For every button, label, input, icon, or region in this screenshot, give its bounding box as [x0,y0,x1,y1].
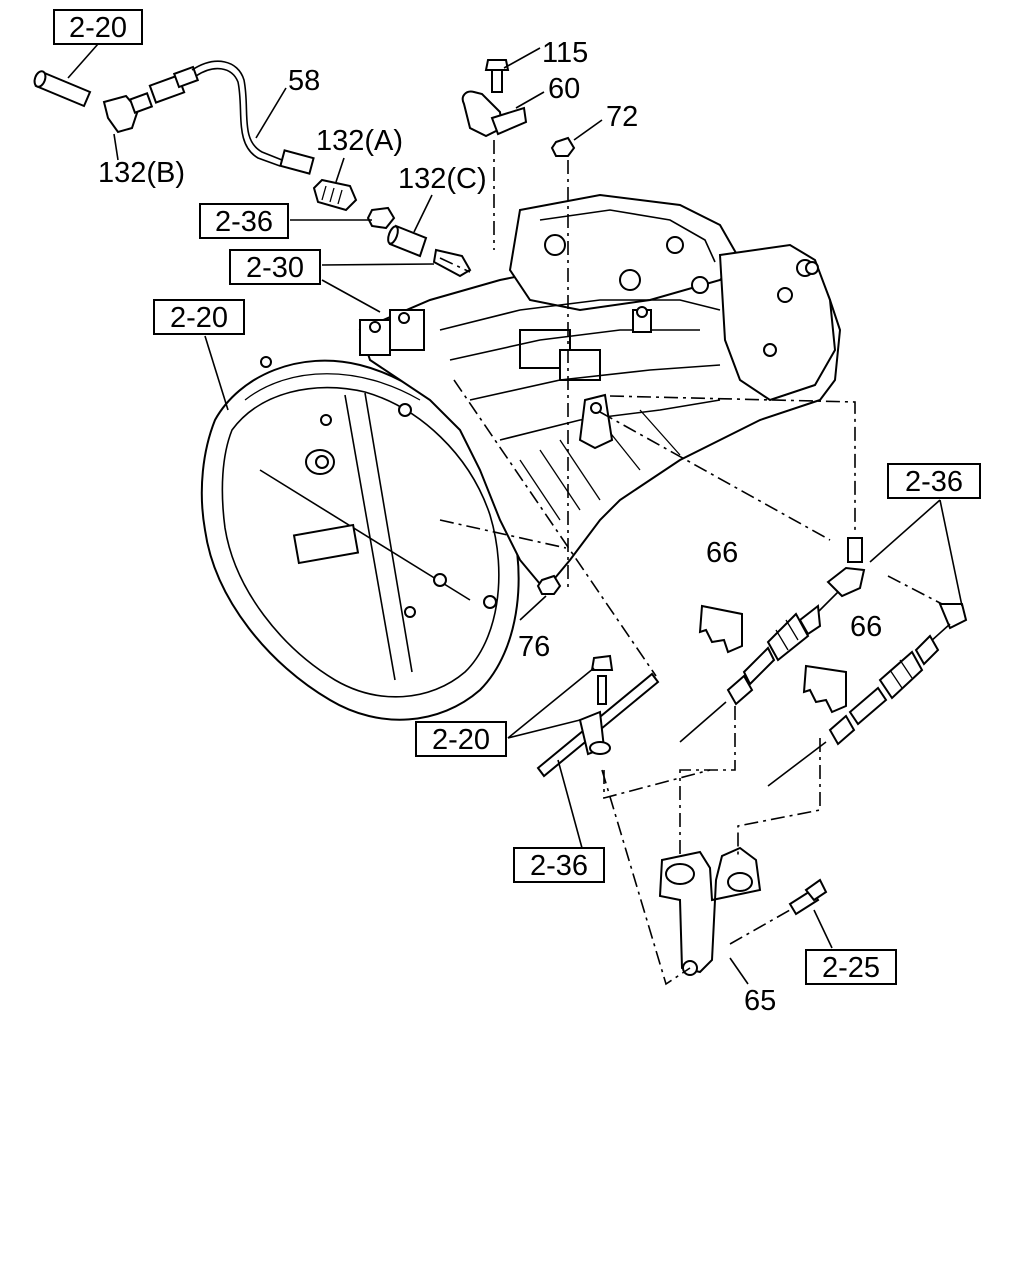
part-label-132-b: 132(B) [98,157,185,189]
ref-box-2-20-top-left: 2-20 [53,9,143,45]
svg-text:2-20: 2-20 [432,724,490,756]
svg-text:2-36: 2-36 [905,466,963,498]
clamp-bracket-60 [461,59,576,157]
shift-cables [679,537,968,787]
ref-box-2-20-lower: 2-20 [415,721,507,757]
leader-lines [67,43,963,985]
cable-bracket-65 [658,846,828,976]
svg-text:2-36: 2-36 [215,206,273,238]
hose-assembly-58 [33,60,472,278]
svg-text:2-30: 2-30 [246,252,304,284]
part-label-132-c: 132(C) [398,163,487,195]
part-label-115: 115 [542,37,588,69]
part-label-65: 65 [744,985,776,1017]
svg-text:2-20: 2-20 [170,302,228,334]
part-label-58: 58 [288,65,320,97]
part-label-66-left: 66 [706,537,738,569]
part-label-72: 72 [606,101,638,133]
assembly-center-lines [439,140,943,986]
pipe-bracket-lower [536,654,660,778]
part-label-66-right: 66 [850,611,882,643]
svg-text:2-20: 2-20 [69,12,127,44]
ref-box-2-30: 2-30 [229,249,321,285]
part-label-60: 60 [548,73,580,105]
svg-text:2-25: 2-25 [822,952,880,984]
nut-76-icon [536,574,562,595]
ref-box-2-36-upper: 2-36 [199,203,289,239]
ref-box-2-25: 2-25 [805,949,897,985]
ref-box-2-36-right: 2-36 [887,463,981,499]
ref-box-2-36-bottom: 2-36 [513,847,605,883]
part-label-132-a: 132(A) [316,125,403,157]
part-label-76: 76 [518,631,550,663]
ref-box-2-20-left: 2-20 [153,299,245,335]
svg-text:2-36: 2-36 [530,850,588,882]
